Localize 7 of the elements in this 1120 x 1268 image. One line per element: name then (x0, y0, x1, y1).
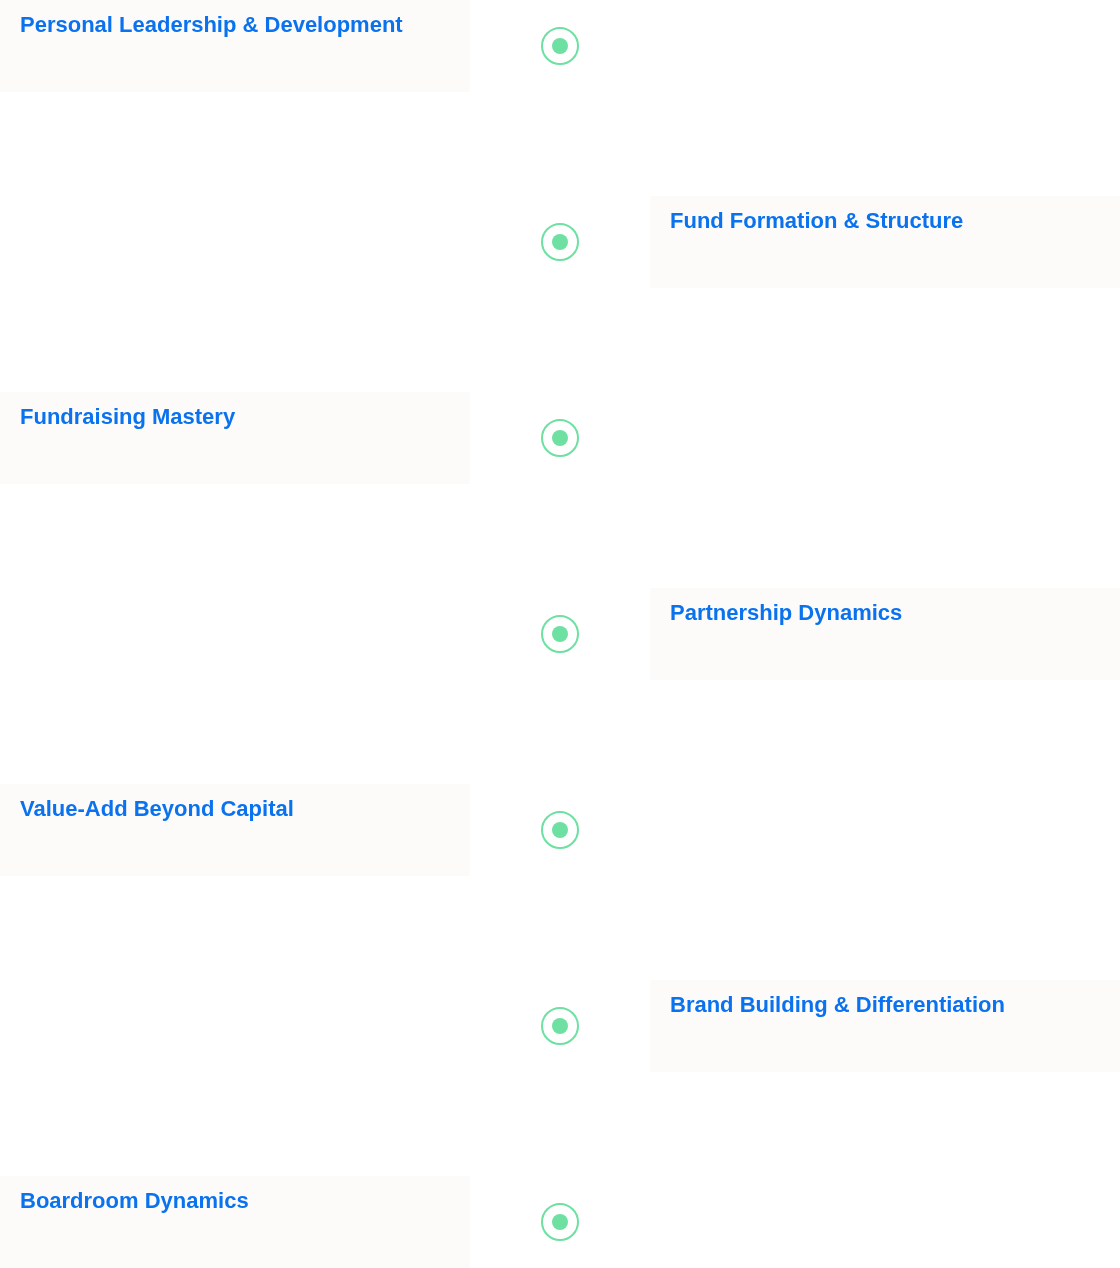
topic-title: Fundraising Mastery (20, 403, 237, 431)
topic-title: Fund Formation & Structure (670, 207, 965, 235)
topic-title: Boardroom Dynamics (20, 1187, 250, 1215)
topic-title: Value-Add Beyond Capital (20, 795, 295, 823)
topic-title: Brand Building & Differentiation (670, 991, 1006, 1019)
topic-title: Personal Leadership & Development (20, 11, 404, 39)
topic-title: Partnership Dynamics (670, 599, 904, 627)
